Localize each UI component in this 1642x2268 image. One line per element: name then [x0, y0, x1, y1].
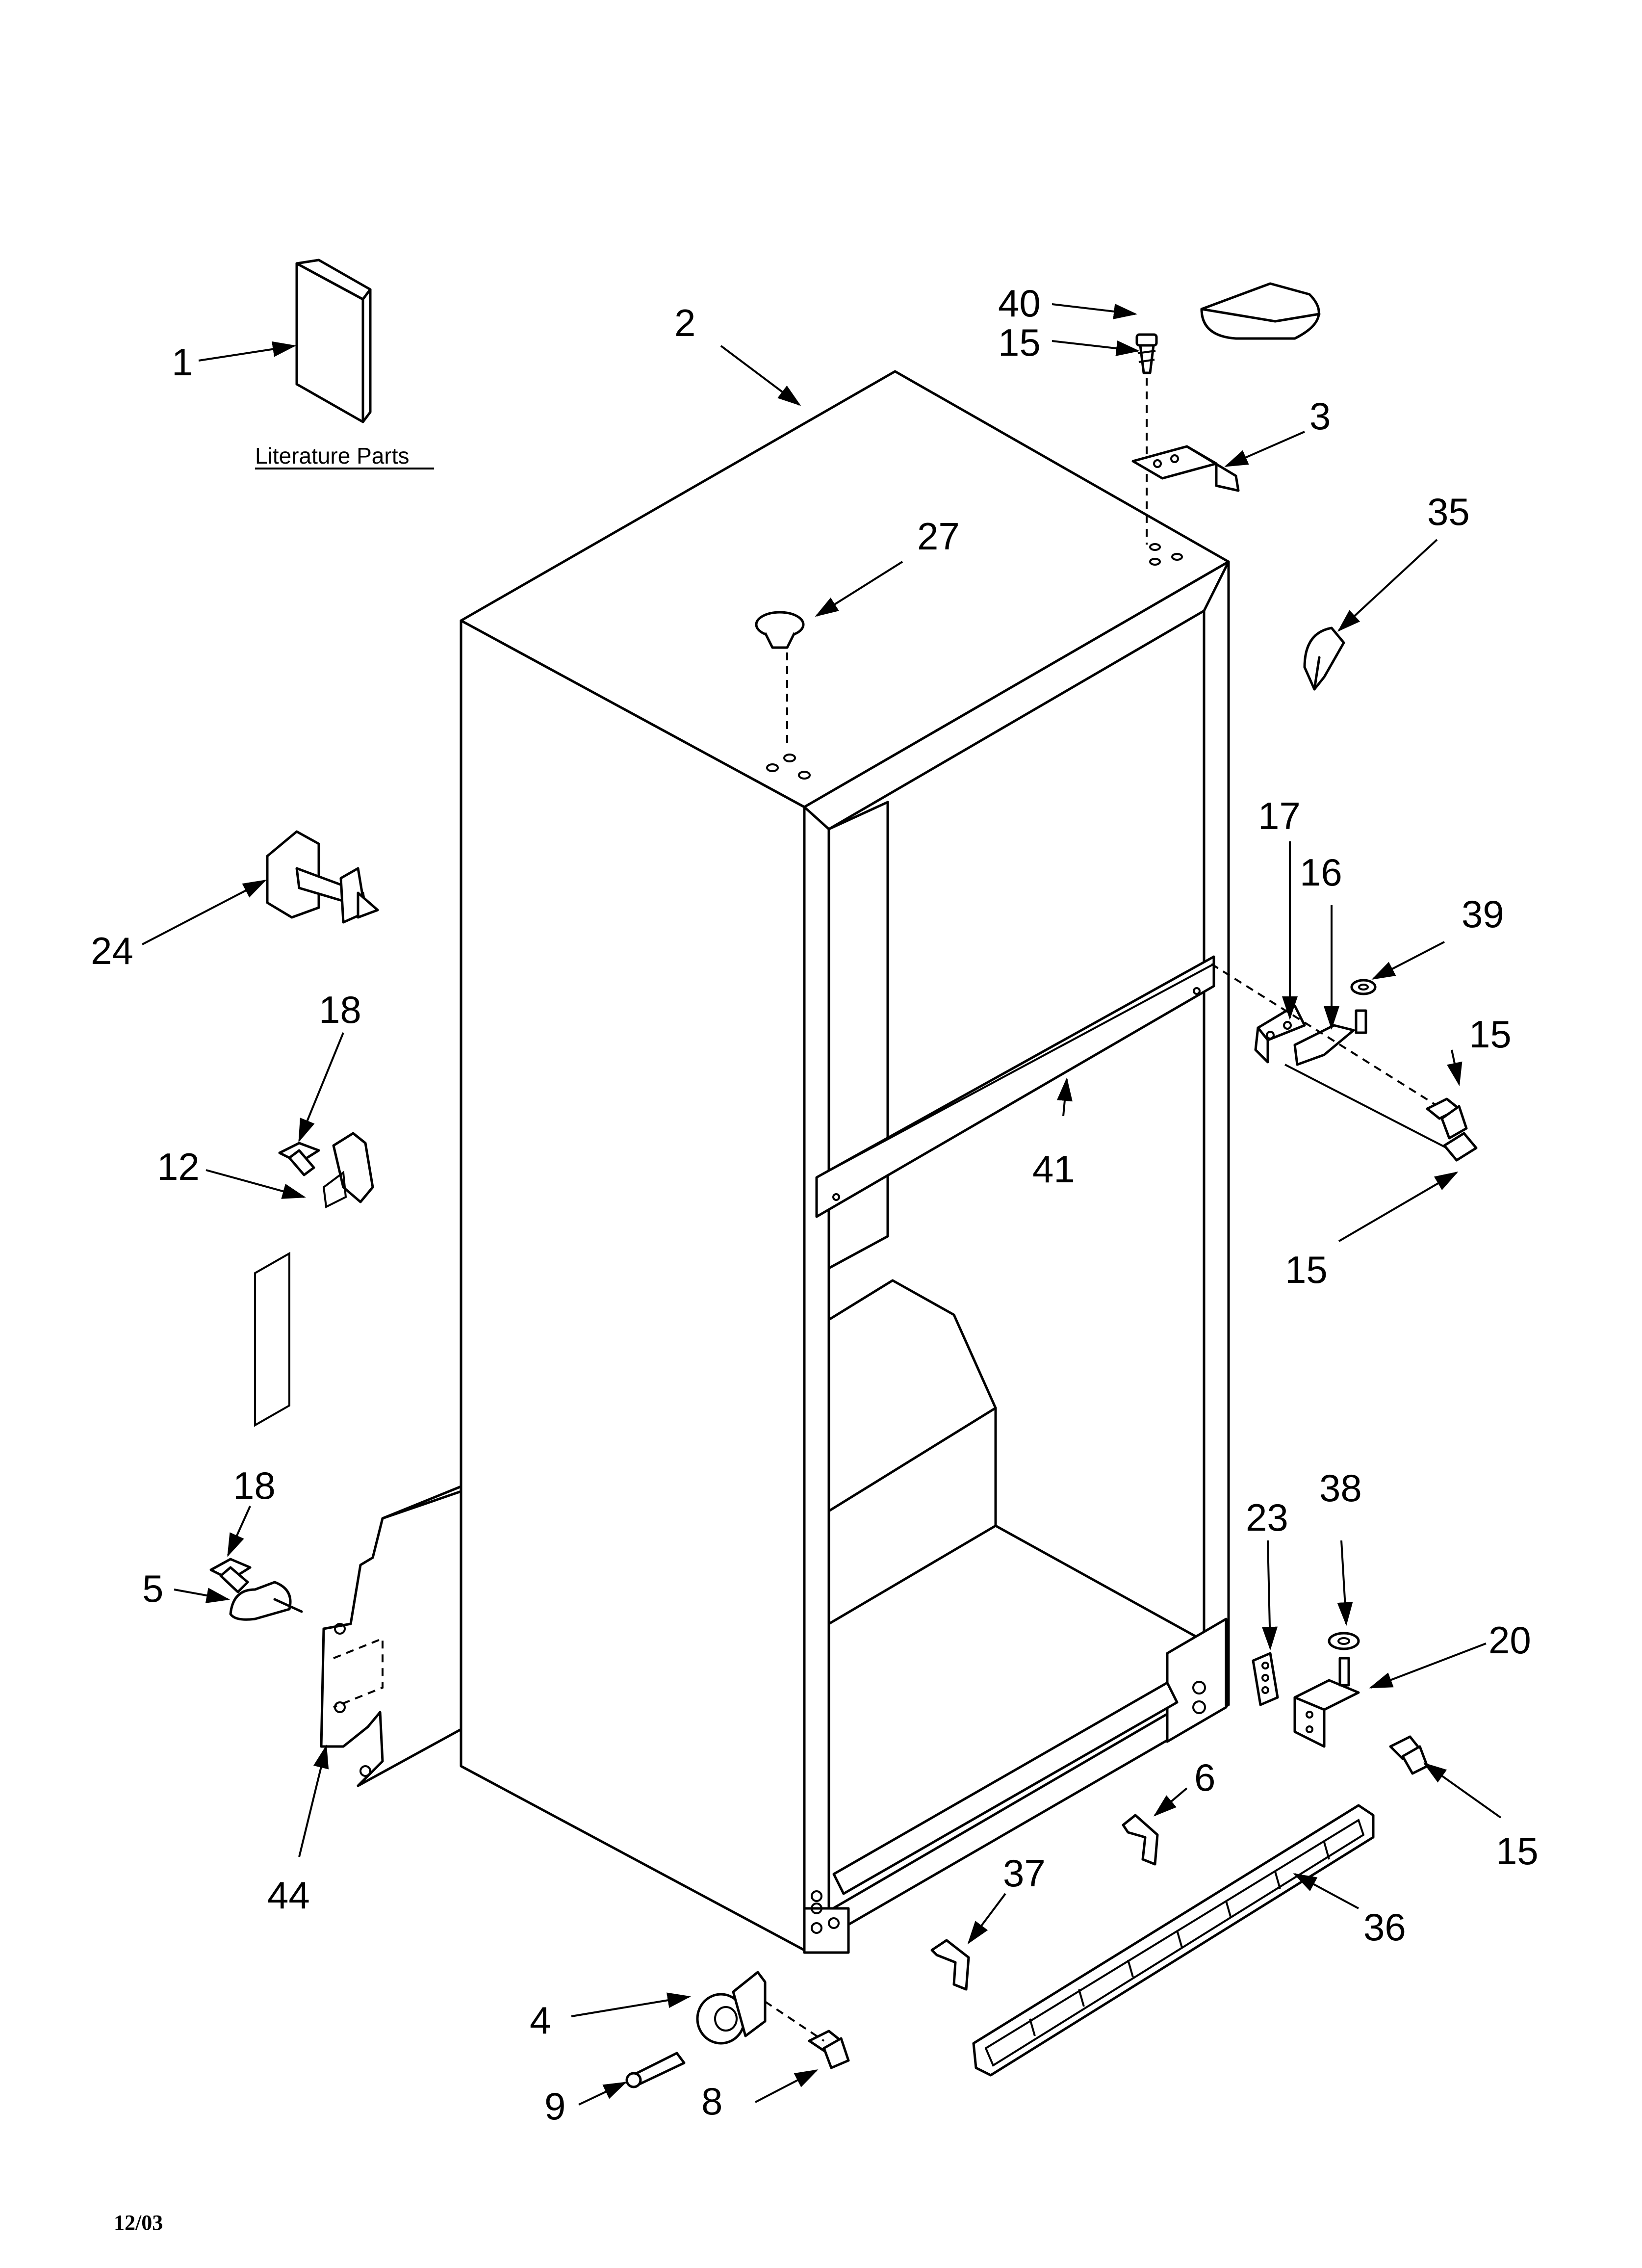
- hinge-cover: [1303, 626, 1345, 691]
- clamp-and-screw-lower: [209, 1558, 303, 1621]
- hinge-cover-cap: [1200, 282, 1321, 340]
- center-hinge-assembly: [1210, 963, 1478, 1162]
- literature-booklet: [295, 259, 372, 423]
- callout-16: 16: [1300, 851, 1342, 894]
- date-code: 12/03: [114, 2211, 163, 2235]
- grille-clip: [1122, 1814, 1159, 1866]
- callout-37: 37: [1003, 1851, 1046, 1895]
- callout-15-top: 15: [998, 321, 1041, 364]
- callout-35: 35: [1427, 490, 1470, 533]
- callout-41: 41: [1032, 1147, 1075, 1191]
- refrigerator-cabinet: [254, 370, 1230, 1954]
- callout-38: 38: [1319, 1466, 1362, 1510]
- callout-3: 3: [1309, 394, 1331, 438]
- callout-2: 2: [674, 301, 695, 344]
- literature-parts-caption: Literature Parts: [255, 443, 409, 469]
- callout-36: 36: [1363, 1905, 1406, 1949]
- callout-44: 44: [267, 1874, 310, 1917]
- callout-15-lower-mid: 15: [1285, 1248, 1328, 1291]
- callout-labels: 1 2 40 15 3 35 27 17 16 39 15 41 15 24 1…: [91, 282, 1539, 2128]
- callout-1: 1: [172, 340, 193, 384]
- leader-arrows: [142, 303, 1502, 2106]
- callout-15-mid: 15: [1469, 1013, 1512, 1056]
- callout-6: 6: [1194, 1756, 1215, 1799]
- bottom-hinge-assembly: [1252, 1632, 1429, 1775]
- top-plug-button: [755, 611, 805, 748]
- base-grille: [972, 1804, 1375, 2077]
- callout-9: 9: [544, 2085, 565, 2128]
- callout-8: 8: [701, 2080, 722, 2123]
- callout-39: 39: [1462, 892, 1504, 936]
- callout-20: 20: [1488, 1618, 1531, 1662]
- callout-23: 23: [1246, 1496, 1288, 1539]
- side-bracket-panel: [320, 1485, 462, 1787]
- callout-12: 12: [157, 1145, 200, 1188]
- grille-clip-left: [930, 1939, 970, 1991]
- top-hinge: [1131, 445, 1240, 492]
- callout-27: 27: [917, 515, 960, 558]
- door-stop-pin: [266, 830, 379, 924]
- callout-15-bottom: 15: [1496, 1829, 1539, 1873]
- callout-17: 17: [1258, 794, 1301, 837]
- callout-4: 4: [530, 1999, 551, 2042]
- callout-40: 40: [998, 282, 1041, 325]
- callout-5: 5: [142, 1567, 163, 1610]
- callout-18-upper: 18: [319, 988, 361, 1031]
- roller-assembly: [625, 1971, 850, 2088]
- callout-24: 24: [91, 929, 133, 972]
- callout-18-lower: 18: [233, 1464, 276, 1507]
- screw-and-clip-upper: [278, 1132, 374, 1209]
